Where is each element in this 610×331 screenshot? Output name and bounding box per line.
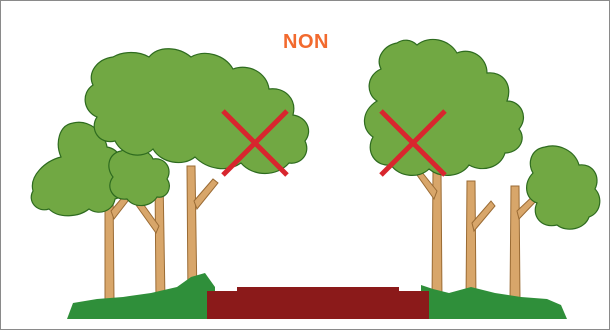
- non-label: NON: [1, 31, 610, 54]
- right-tree-trunks: [417, 171, 539, 301]
- right-small-canopy-icon: [527, 146, 600, 229]
- channel-icon: [207, 287, 429, 319]
- right-canopies: [364, 39, 599, 229]
- left-bank-vegetation: [67, 273, 215, 319]
- right-trunk-3: [510, 186, 520, 301]
- left-trunk-3-branch: [194, 179, 218, 209]
- right-main-canopy-icon: [364, 39, 523, 175]
- right-bank-vegetation: [421, 285, 567, 319]
- right-trunk-2: [466, 181, 476, 301]
